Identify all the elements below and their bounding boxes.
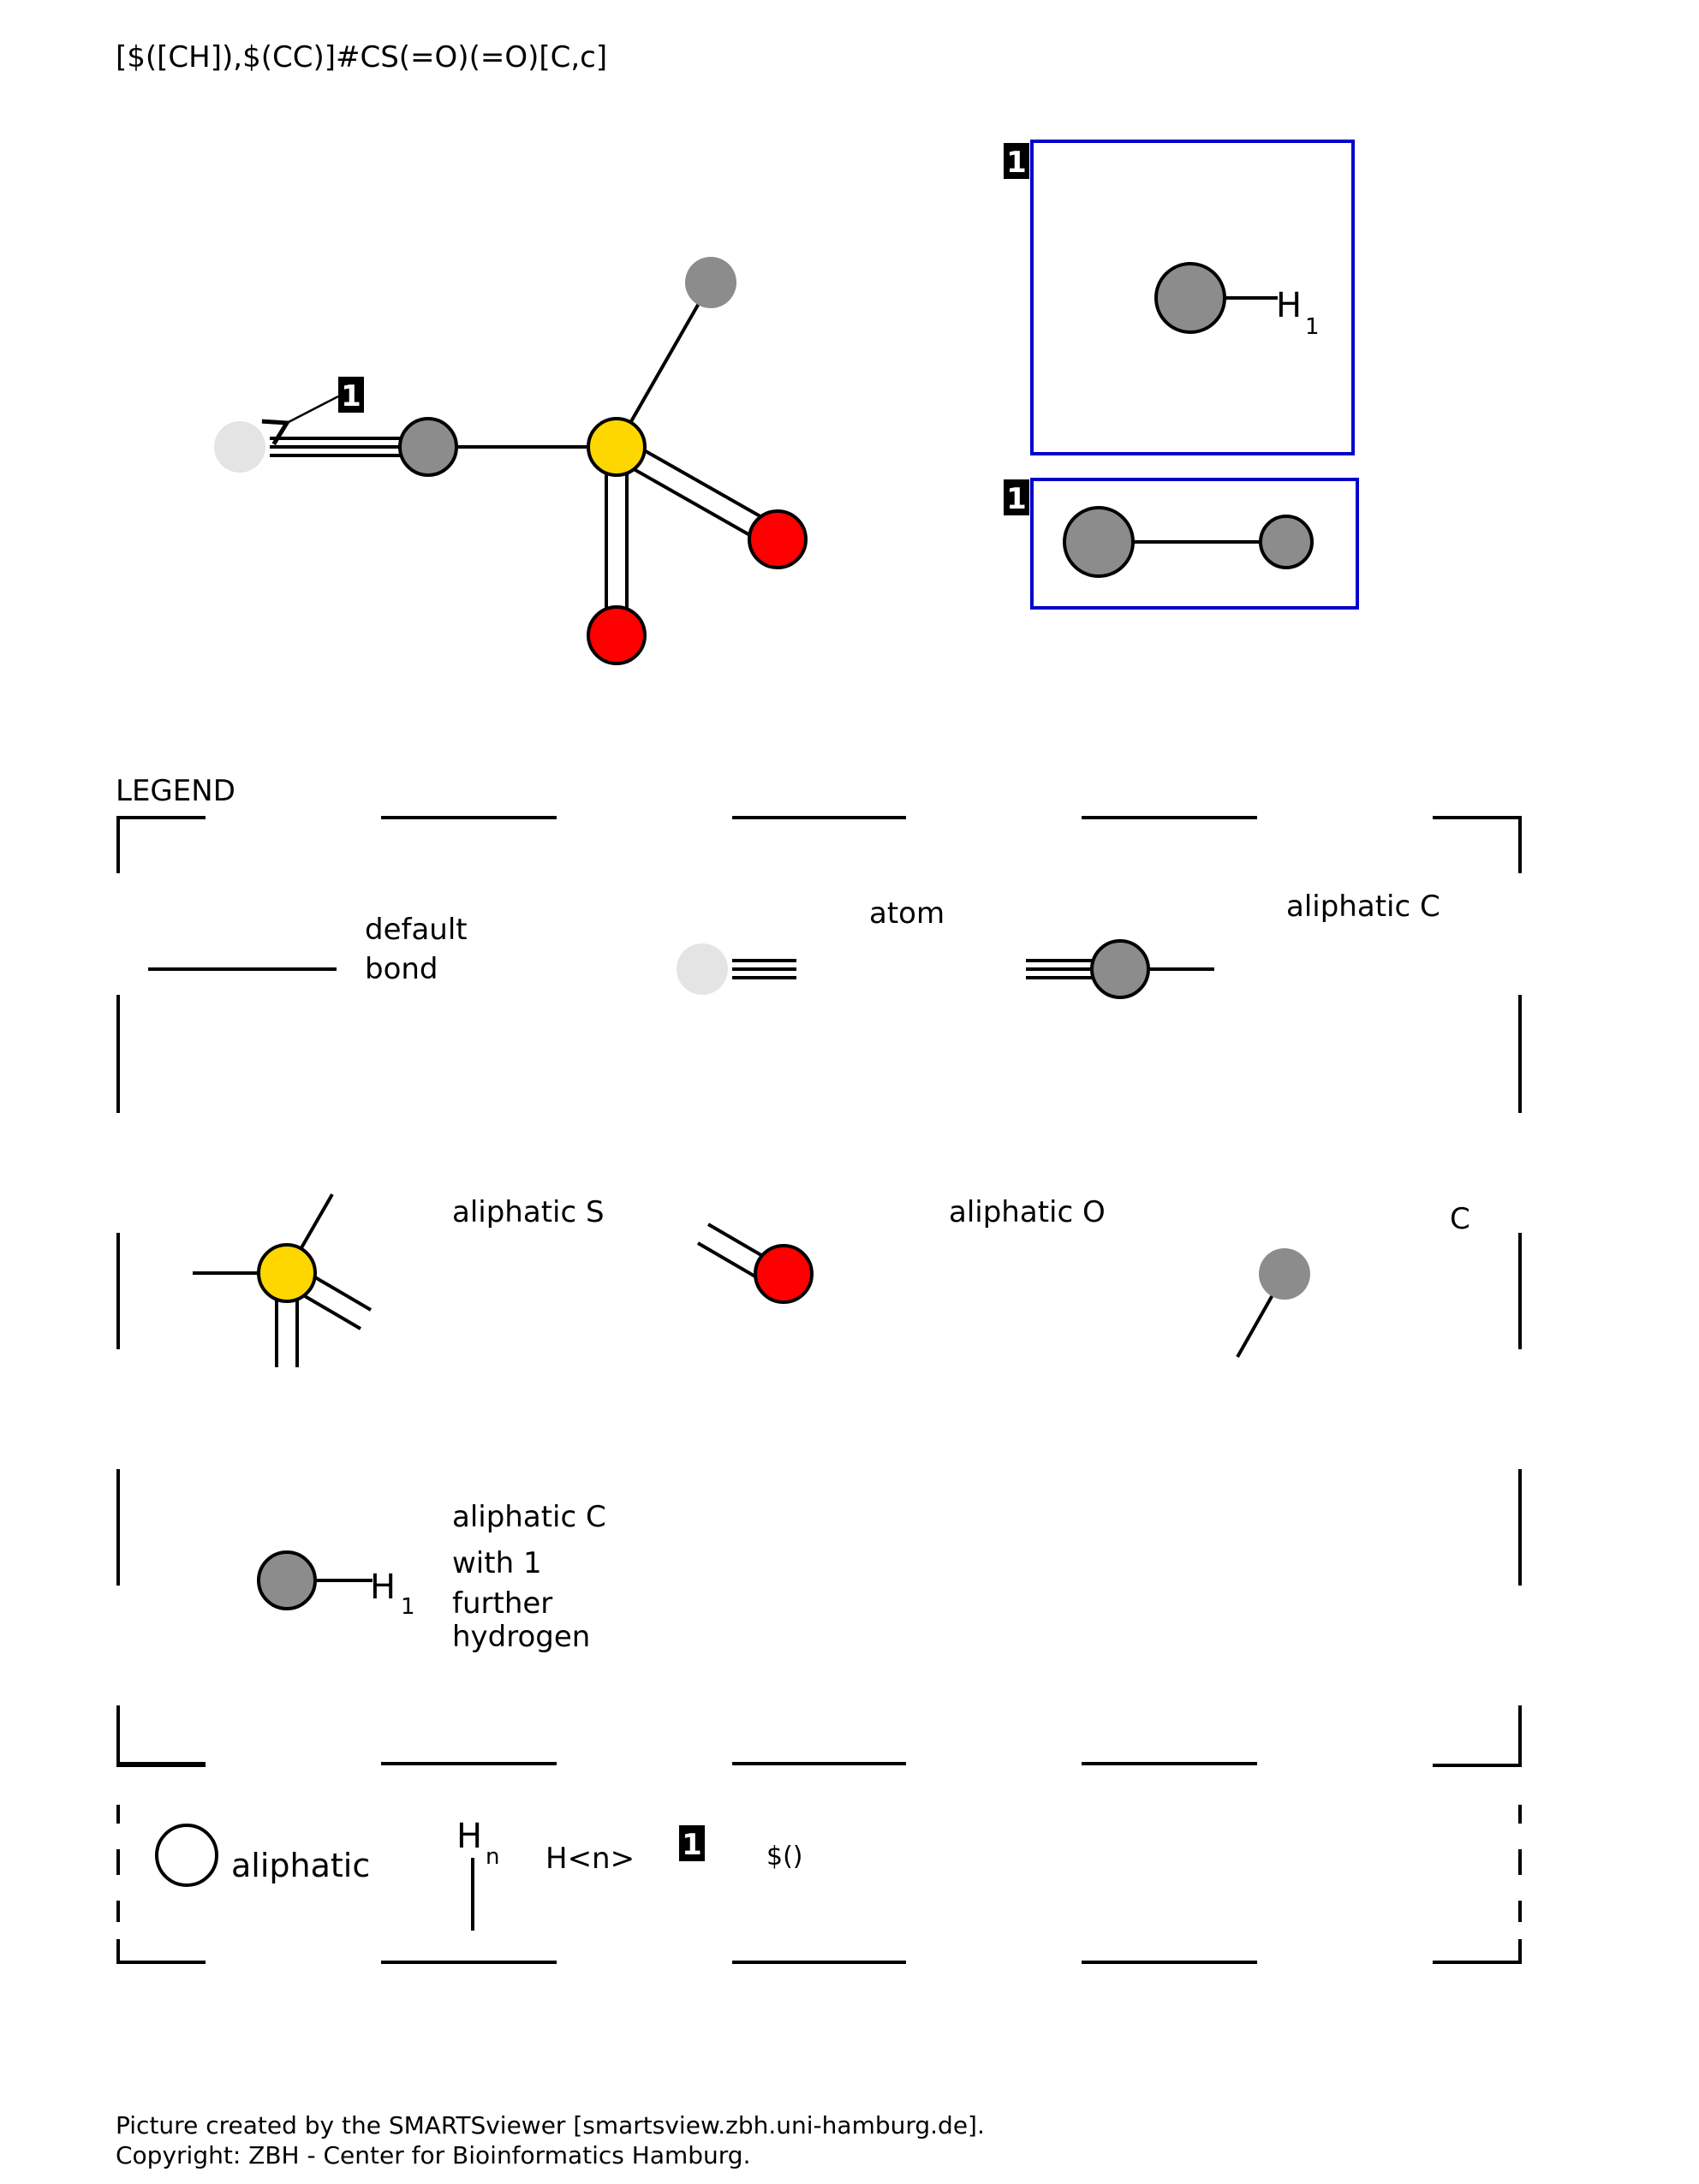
recursive-box-ch: 1 H 1 xyxy=(1004,140,1355,455)
legend-recursive-badge xyxy=(679,1825,705,1861)
footer-copyright: Copyright: ZBH - Center for Bioinformati… xyxy=(116,2141,750,2169)
main-molecule: 1 xyxy=(214,257,808,665)
legend-aliphatic-c-label: aliphatic C xyxy=(1286,890,1440,924)
legend-ch-h-count: 1 xyxy=(401,1594,415,1620)
box-cc-carbon-node-1 xyxy=(1063,506,1135,578)
legend-aliphatic-s xyxy=(193,1193,373,1367)
legend-hn-n: n xyxy=(486,1844,499,1870)
legend-recursive-badge-number: 1 xyxy=(682,1828,702,1862)
legend-hn-label: H<n> xyxy=(545,1842,635,1876)
legend-ch-label-1: aliphatic C xyxy=(452,1500,606,1534)
sulfur-atom-node xyxy=(587,417,647,477)
double-bond-s-o-down xyxy=(605,447,629,634)
oxygen-atom-node-down xyxy=(587,605,647,665)
legend-c-label: C xyxy=(1450,1202,1470,1236)
double-bond-s-o-right xyxy=(609,435,784,550)
box-ch-carbon-node xyxy=(1154,262,1226,334)
legend-default-bond-label-2: bond xyxy=(365,952,438,986)
legend-hn-h: H xyxy=(456,1817,482,1856)
single-bond-s-c xyxy=(615,282,712,448)
legend-aliphatic-label: aliphatic xyxy=(231,1847,370,1884)
footer-credit: Picture created by the SMARTSviewer [sma… xyxy=(116,2111,985,2139)
legend-aliphatic-c xyxy=(1026,939,1214,999)
smarts-string: [$([CH]),$(CC)]#CS(=O)(=O)[C,c] xyxy=(116,40,607,74)
box-cc-badge-number: 1 xyxy=(1006,482,1027,516)
oxygen-atom-node-right xyxy=(748,509,808,569)
box-cc-carbon-node-2 xyxy=(1259,515,1314,569)
legend-ch-label-2: with 1 xyxy=(452,1546,542,1580)
c-or-aromatic-c-atom-node xyxy=(685,257,736,308)
legend-recursive-label: $() xyxy=(766,1842,803,1872)
recursive-box-cc: 1 xyxy=(1004,478,1359,610)
recursive-badge xyxy=(338,377,364,413)
legend-ch-label-3: further xyxy=(452,1586,552,1621)
legend-ch xyxy=(257,1550,373,1610)
legend-aliphatic-circle xyxy=(155,1824,218,1887)
carbon-atom-node xyxy=(398,417,458,477)
legend-frame-lower xyxy=(116,1762,1522,1964)
legend-any-atom xyxy=(677,943,796,995)
legend-atom-label: atom xyxy=(869,896,945,931)
legend-c-or-aromatic-c xyxy=(1236,1248,1310,1358)
legend-aliphatic-o-label: aliphatic O xyxy=(949,1195,1106,1229)
box-ch-h-count: 1 xyxy=(1305,314,1320,340)
legend-frame-upper xyxy=(116,816,1522,1767)
any-atom-node xyxy=(214,421,265,473)
box-ch-badge-number: 1 xyxy=(1006,146,1027,180)
legend-title: LEGEND xyxy=(116,774,235,808)
legend-aliphatic-s-label: aliphatic S xyxy=(452,1195,605,1229)
legend-ch-label-4: hydrogen xyxy=(452,1620,590,1654)
recursive-pointer-arrow xyxy=(261,395,339,446)
recursive-badge-number: 1 xyxy=(341,379,361,414)
legend-default-bond-label-1: default xyxy=(365,913,468,947)
legend-ch-h-label: H xyxy=(370,1568,396,1607)
legend-aliphatic-o xyxy=(696,1223,814,1304)
box-ch-h-label: H xyxy=(1276,286,1302,325)
